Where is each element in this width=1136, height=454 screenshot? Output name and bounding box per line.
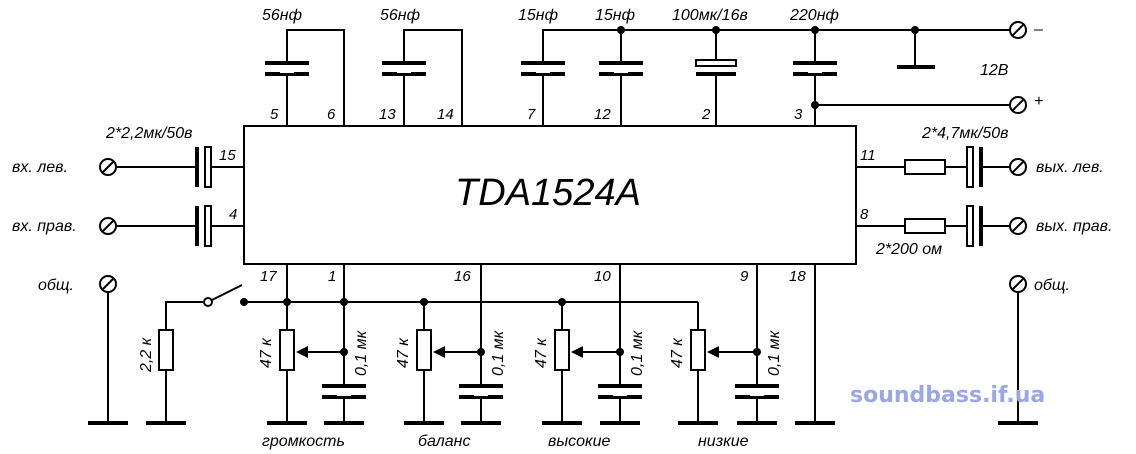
cap-label-pin2: 100мк/16в <box>672 7 748 24</box>
pot-label-volume: 47 к <box>258 337 275 368</box>
pin-9: 9 <box>740 268 749 285</box>
cap-label-pin3: 220нф <box>789 7 839 24</box>
input-cap-label: 2*2,2мк/50в <box>105 125 192 142</box>
cap-label-balance: 0,1 мк <box>490 329 507 376</box>
input-right-label: вх. прав. <box>12 218 77 235</box>
label-treble: высокие <box>548 433 610 450</box>
pin-3: 3 <box>794 106 803 123</box>
control-treble <box>542 264 642 425</box>
resistor-2-2k-label: 2,2 к <box>138 336 155 373</box>
pot-label-bass: 47 к <box>669 337 686 368</box>
resistor-2-2k <box>146 329 186 425</box>
common-output-label: общ. <box>1034 277 1070 294</box>
cap-label-pin12: 15нф <box>595 7 635 24</box>
pin-18: 18 <box>789 268 806 285</box>
pin-17: 17 <box>260 268 277 285</box>
output-left-label: вых. лев. <box>1036 159 1104 176</box>
pin-12: 12 <box>594 106 611 123</box>
capacitor-100uf-electrolytic <box>695 30 737 126</box>
ic-body <box>243 125 857 265</box>
cap-label-pin7: 15нф <box>518 7 558 24</box>
output-cap-label: 2*4,7мк/50в <box>921 125 1008 142</box>
cap-label-volume: 0,1 мк <box>353 329 370 376</box>
input-left-line <box>99 146 244 188</box>
capacitor-56nf-a <box>265 29 345 126</box>
output-left-line <box>856 146 1027 188</box>
capacitor-56nf-b <box>382 29 463 126</box>
pin-2: 2 <box>701 106 711 123</box>
terminal-plus <box>1009 96 1027 114</box>
input-left-label: вх. лев. <box>12 159 68 176</box>
cap-label-pin13-14: 56нф <box>380 7 420 24</box>
supply-voltage-label: 12В <box>980 62 1009 79</box>
cap-label-treble: 0,1 мк <box>629 329 646 376</box>
control-bass <box>678 264 779 425</box>
output-resistor-label: 2*200 ом <box>875 241 942 258</box>
supply-minus-label: – <box>1033 21 1043 38</box>
pot-label-treble: 47 к <box>533 337 550 368</box>
pin-16: 16 <box>454 268 471 285</box>
terminal-minus <box>1009 21 1027 39</box>
common-input-label: общ. <box>38 277 74 294</box>
common-input-terminal <box>88 275 128 425</box>
control-balance <box>404 264 503 425</box>
pot-label-balance: 47 к <box>395 337 412 368</box>
supply-rail-minus <box>542 29 1010 126</box>
common-output-terminal <box>998 275 1038 425</box>
supply-plus-label: + <box>1034 93 1043 110</box>
capacitor-15nf-b <box>599 30 643 126</box>
pin-1: 1 <box>328 268 336 285</box>
pin-5: 5 <box>270 106 279 123</box>
pin-4: 4 <box>229 206 237 223</box>
input-right-line <box>99 205 244 247</box>
cap-label-pin5-6: 56нф <box>262 7 302 24</box>
pin-18-ground <box>795 264 835 425</box>
mute-switch <box>165 284 698 330</box>
pin-7: 7 <box>527 106 536 123</box>
pin-13: 13 <box>379 106 396 123</box>
cap-label-bass: 0,1 мк <box>766 329 783 376</box>
ic-name: TDA1524A <box>455 172 641 214</box>
label-bass: низкие <box>698 433 749 450</box>
pin-8: 8 <box>860 206 869 223</box>
capacitor-15nf-a <box>521 61 565 76</box>
control-volume <box>267 264 366 425</box>
pin-15: 15 <box>219 147 236 164</box>
label-balance: баланс <box>418 433 470 450</box>
watermark-site: soundbass.if.ua <box>850 383 1045 408</box>
ground-symbol-top <box>897 30 935 69</box>
pin-6: 6 <box>327 106 336 123</box>
pin-14: 14 <box>437 106 454 123</box>
capacitor-220nf <box>793 30 837 126</box>
output-right-label: вых. прав. <box>1036 218 1112 235</box>
label-volume: громкость <box>262 433 345 450</box>
output-right-line <box>856 205 1027 247</box>
pin-10: 10 <box>594 268 611 285</box>
pin-11: 11 <box>860 147 876 164</box>
